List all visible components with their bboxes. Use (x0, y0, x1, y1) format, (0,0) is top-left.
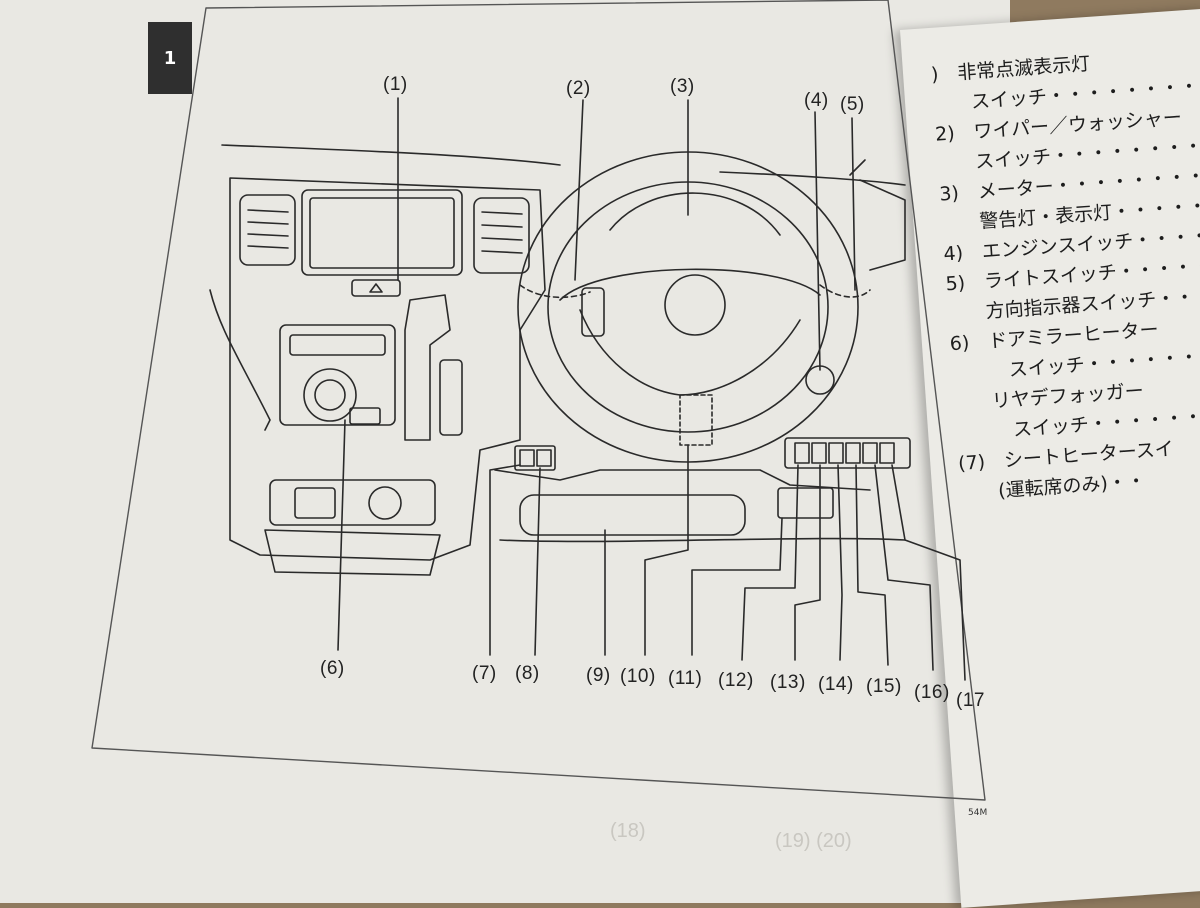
callout-2: (2) (566, 78, 591, 99)
legend-list: ) 非常点滅表示灯 スイッチ・・・・・・・・・・・3 2) ワイパー／ウォッシャ… (930, 39, 1200, 509)
callout-17: (17 (956, 690, 985, 711)
callout-16: (16) (914, 682, 950, 703)
chapter-tab: 1 (148, 22, 192, 94)
callout-5: (5) (840, 94, 865, 115)
callout-12: (12) (718, 670, 754, 691)
dashboard-illustration (91, 0, 986, 801)
callout-3: (3) (670, 76, 695, 97)
callout-15: (15) (866, 676, 902, 697)
callout-9: (9) (586, 665, 611, 686)
callout-11: (11) (668, 668, 703, 689)
bleed-through-label: (19) (20) (775, 830, 852, 852)
callout-14: (14) (818, 674, 854, 695)
chapter-number: 1 (163, 47, 177, 69)
dashboard-outline (221, 144, 906, 186)
callout-4: (4) (804, 90, 829, 111)
bleed-through-label: (18) (610, 820, 646, 842)
page-code: 54M (968, 808, 988, 818)
callout-8: (8) (515, 663, 540, 684)
callout-7: (7) (472, 663, 497, 684)
callout-10: (10) (620, 666, 656, 687)
callout-1: (1) (383, 74, 408, 95)
callout-6: (6) (320, 658, 345, 679)
callout-13: (13) (770, 672, 806, 693)
figure-frame (91, 0, 986, 801)
